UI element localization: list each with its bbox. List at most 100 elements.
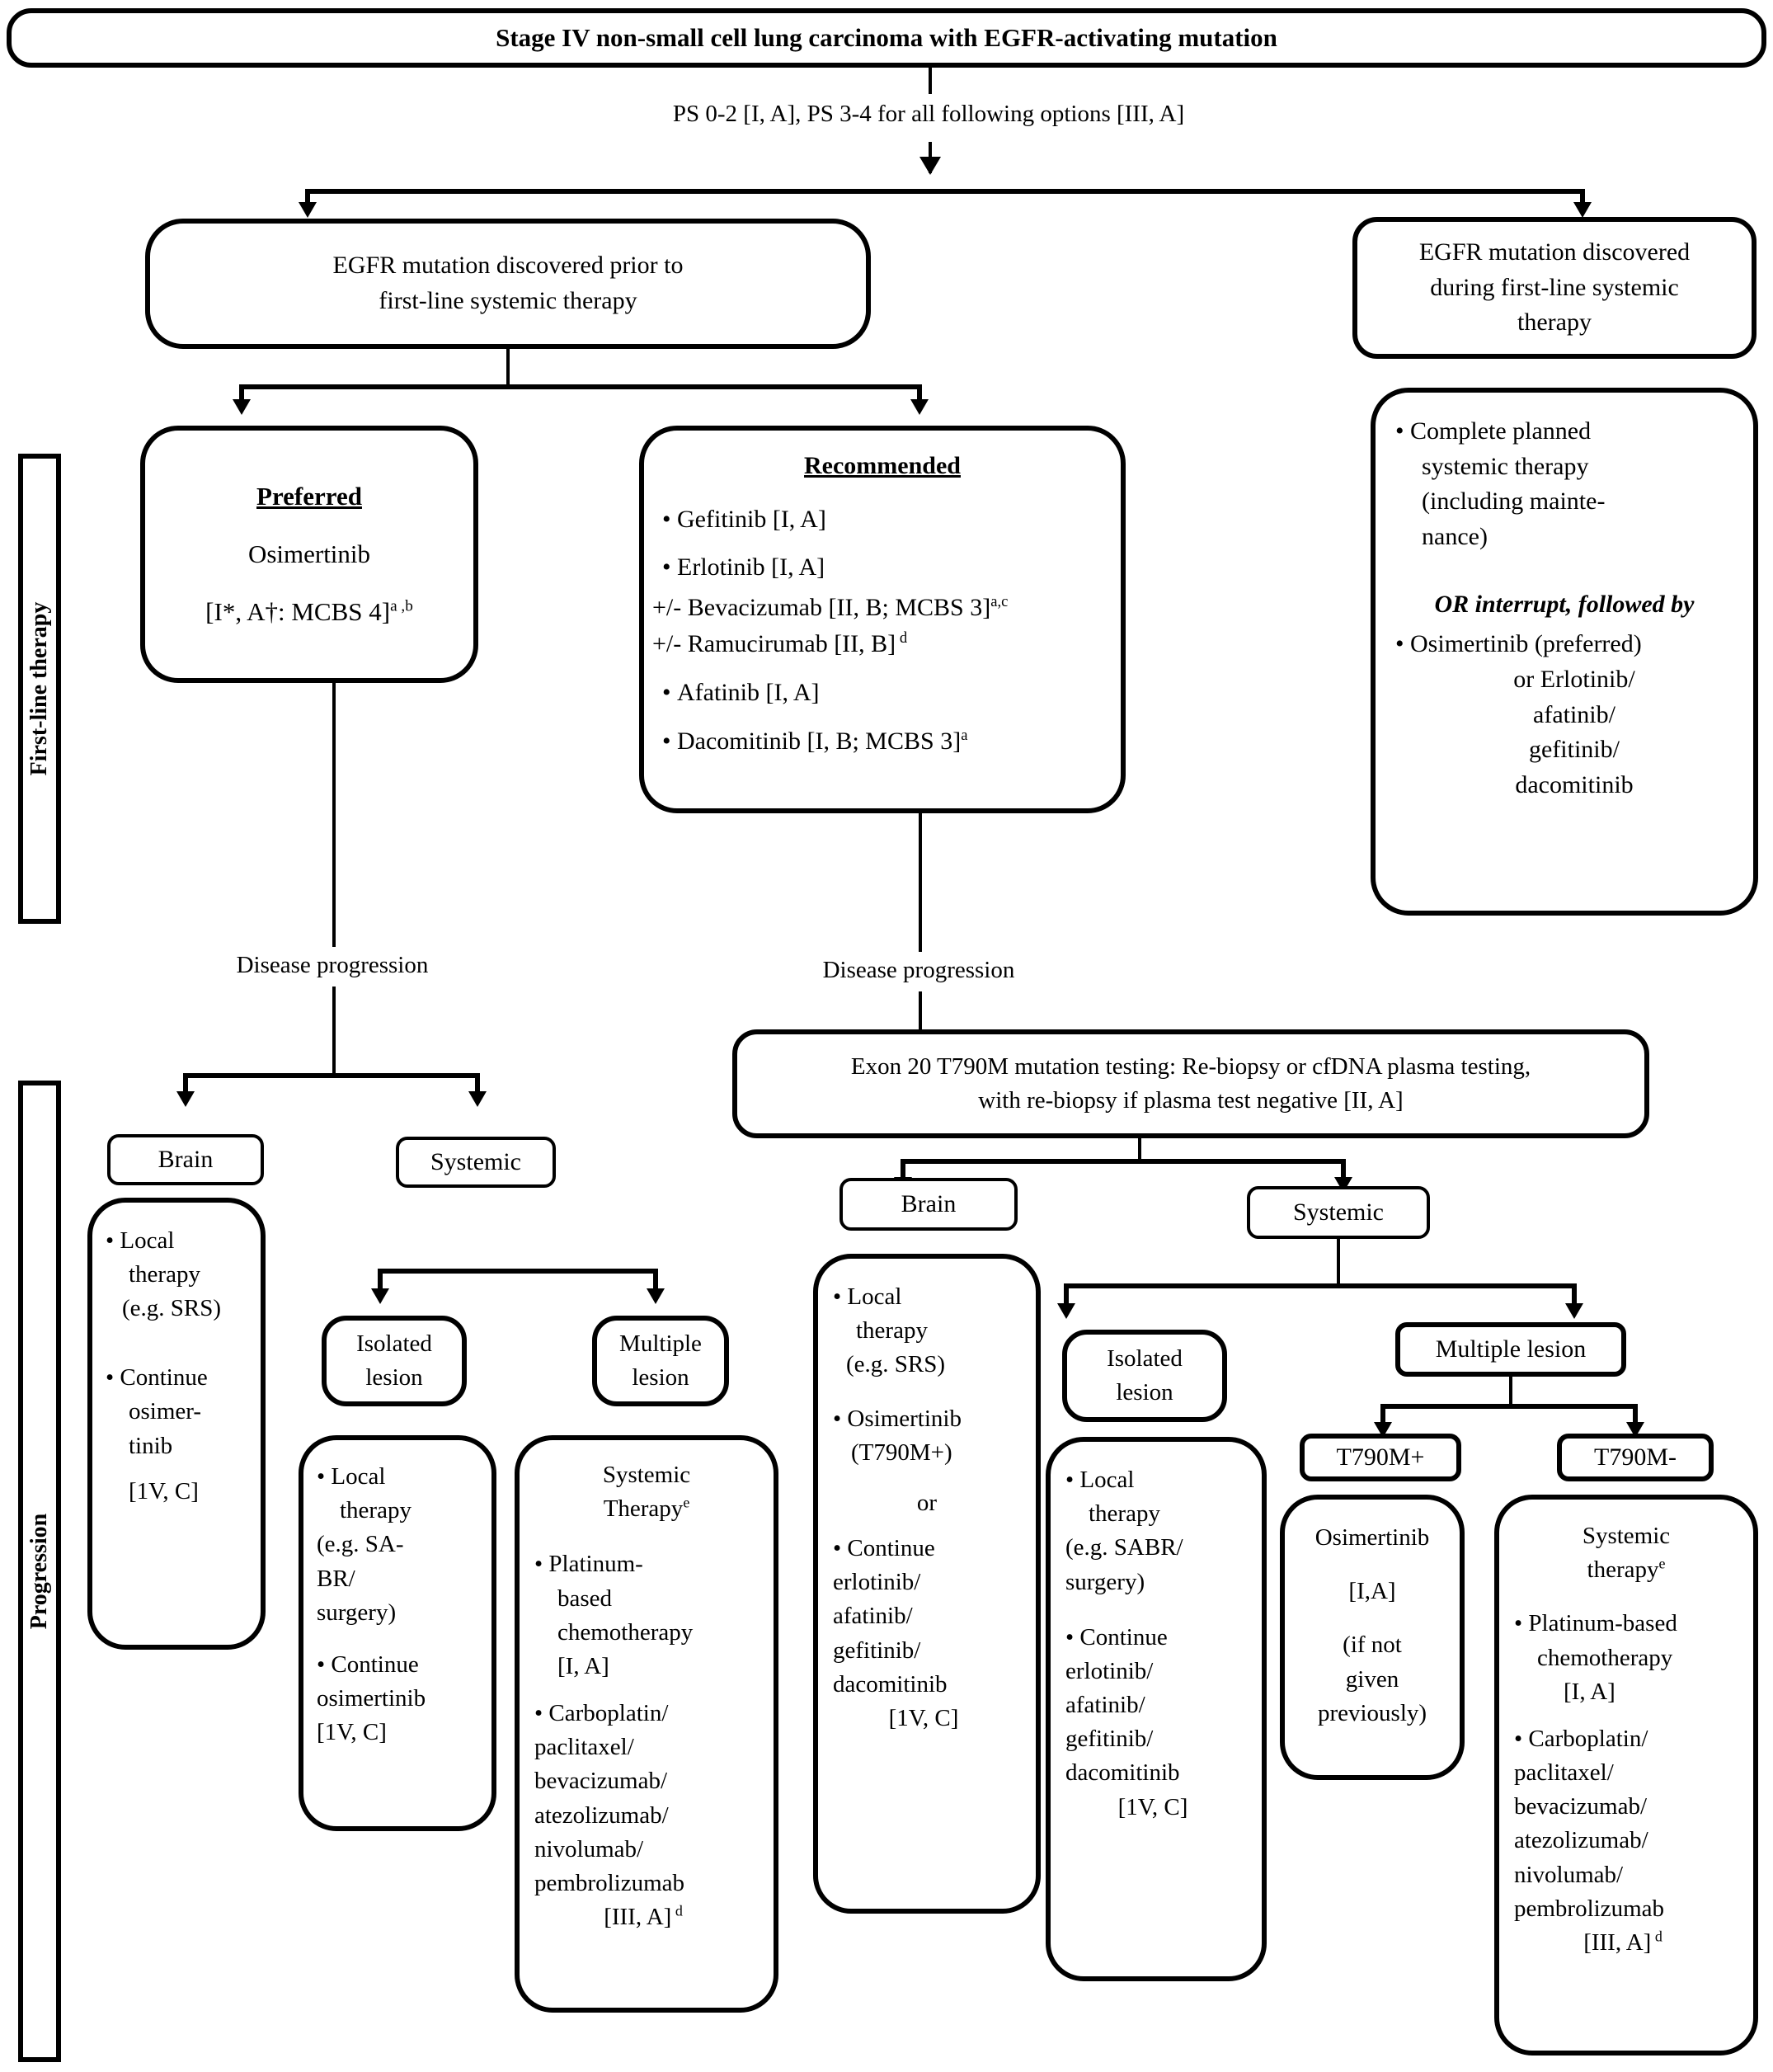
lmb-1-6: [III, A] bbox=[604, 1904, 672, 1931]
arrow-left-isolated bbox=[371, 1288, 389, 1304]
left-isolated-content-box: • Local therapy (e.g. SA- BR/ surgery) •… bbox=[299, 1435, 496, 1831]
left-multiple-heading-sup: e bbox=[683, 1494, 690, 1511]
lbb-0-0: Local bbox=[120, 1227, 175, 1254]
bus-firstline-split bbox=[239, 384, 922, 389]
bus-left-drop bbox=[305, 189, 310, 214]
rbb-2-0: or bbox=[916, 1489, 938, 1516]
right-systemic-label-box: Systemic bbox=[1247, 1186, 1430, 1239]
bullet-dot: • bbox=[534, 1700, 549, 1727]
bullet-dot: • bbox=[662, 553, 678, 582]
t790m-pos-content-box: Osimertinib [I,A] (if not given previous… bbox=[1280, 1495, 1465, 1780]
bus-top-split bbox=[305, 189, 1585, 194]
bullet-dot: • bbox=[833, 1535, 848, 1562]
preferred-box: Preferred Osimertinib [I*, A†: MCBS 4]a … bbox=[140, 426, 478, 683]
list-item: • Local therapy (e.g. SA- BR/ surgery) bbox=[317, 1460, 491, 1630]
lib-0-0: Local bbox=[331, 1463, 386, 1490]
bus-right-drop bbox=[1580, 189, 1585, 214]
list-item: • Continue osimer- tinib [1V, C] bbox=[106, 1361, 261, 1509]
lmb-0-3: [I, A] bbox=[557, 1652, 609, 1679]
arrow-left-branch bbox=[299, 202, 317, 218]
rib-1-5: [1V, C] bbox=[1117, 1793, 1188, 1820]
branch-right-box: EGFR mutation discovered during first-li… bbox=[1352, 217, 1757, 359]
list-item: • Carboplatin/ paclitaxel/ bevacizumab/ … bbox=[1514, 1722, 1753, 1960]
rbb-0-2: (e.g. SRS) bbox=[846, 1351, 946, 1378]
bus-rmult-r bbox=[1633, 1404, 1638, 1427]
bus-rmult-l bbox=[1380, 1404, 1385, 1427]
list-item: • Local therapy (e.g. SRS) bbox=[106, 1224, 261, 1326]
rbb-3-2: afatinib/ bbox=[833, 1603, 913, 1630]
lib-1-2: [1V, C] bbox=[317, 1719, 387, 1746]
t790m-pos-drug: Osimertinib bbox=[1314, 1524, 1430, 1551]
bullet-dot: • bbox=[534, 1551, 549, 1578]
rbb-3-4: dacomitinib bbox=[833, 1670, 948, 1698]
rib-0-0: Local bbox=[1079, 1467, 1135, 1493]
rib-1-1: erlotinib/ bbox=[1065, 1657, 1154, 1684]
connector-preferred-down2 bbox=[332, 987, 336, 1077]
side-bar-first-line-label: First-line therapy bbox=[26, 601, 52, 776]
during-b1-l3: nance) bbox=[1422, 522, 1488, 550]
arrow-recommended bbox=[910, 399, 929, 415]
t790m-pos-label: T790M+ bbox=[1336, 1443, 1425, 1471]
bus-rmult bbox=[1380, 1404, 1638, 1409]
tnb-0-1: chemotherapy bbox=[1537, 1644, 1673, 1671]
list-item: • Erlotinib [I, A] bbox=[662, 550, 1121, 586]
t790m-testing-box: Exon 20 T790M mutation testing: Re-biops… bbox=[732, 1029, 1649, 1138]
lbb-1-1: osimer- bbox=[129, 1398, 202, 1425]
connector-preferred-down bbox=[332, 683, 336, 947]
t790m-testing-l2: with re-biopsy if plasma test negative [… bbox=[978, 1087, 1404, 1114]
bus-left-sys-l bbox=[378, 1269, 383, 1293]
lmb-1-sup: d bbox=[671, 1902, 683, 1919]
bullet-dot: • bbox=[1065, 1623, 1080, 1651]
bus-rsys-r bbox=[1572, 1283, 1577, 1308]
arrow-right-branch bbox=[1573, 202, 1592, 218]
rib-0-2: (e.g. SABR/ bbox=[1065, 1534, 1183, 1561]
during-b2-l2: afatinib/ bbox=[1533, 700, 1615, 728]
right-brain-content-box: • Local therapy (e.g. SRS) • Osimertinib… bbox=[813, 1254, 1041, 1914]
recommended-item-3-sup: d bbox=[896, 629, 908, 648]
tnb-1-sup: d bbox=[1651, 1928, 1662, 1945]
lmb-0-2: chemotherapy bbox=[557, 1618, 694, 1646]
right-systemic-label: Systemic bbox=[1293, 1198, 1384, 1226]
during-b2-l1: or Erlotinib/ bbox=[1513, 666, 1635, 694]
recommended-box: Recommended • Gefitinib [I, A] • Erlotin… bbox=[639, 426, 1126, 813]
branch-left-line2: first-line systemic therapy bbox=[379, 287, 637, 314]
lbb-1-2: tinib bbox=[129, 1432, 173, 1459]
bus-rsys-l bbox=[1064, 1283, 1069, 1308]
left-brain-content-box: • Local therapy (e.g. SRS) • Continue os… bbox=[87, 1198, 266, 1650]
left-multiple-l2: lesion bbox=[632, 1364, 689, 1391]
list-item: • Afatinib [I, A] bbox=[662, 676, 1121, 711]
rbb-1-0: Osimertinib bbox=[847, 1405, 962, 1432]
during-b2-l4: dacomitinib bbox=[1515, 770, 1634, 798]
bus-left-prog-l bbox=[183, 1073, 188, 1096]
list-item: • Continue erlotinib/ afatinib/ gefitini… bbox=[833, 1532, 1036, 1735]
bus-right-prog-l bbox=[901, 1159, 905, 1182]
list-item: +/- Bevacizumab [II, B; MCBS 3]a,c bbox=[652, 591, 1121, 626]
bullet-dot: • bbox=[1065, 1467, 1080, 1493]
tnb-1-4: nivolumab/ bbox=[1514, 1861, 1624, 1888]
t790m-testing-l1: Exon 20 T790M mutation testing: Re-biops… bbox=[850, 1052, 1531, 1080]
title-box: Stage IV non-small cell lung carcinoma w… bbox=[7, 8, 1766, 68]
tnb-1-6: [III, A] bbox=[1583, 1928, 1652, 1956]
during-b1-l0: Complete planned bbox=[1410, 417, 1592, 445]
list-item: • Local therapy (e.g. SABR/ surgery) bbox=[1065, 1463, 1262, 1599]
bus-left-sys-r bbox=[653, 1269, 658, 1293]
list-item: • Local therapy (e.g. SRS) bbox=[833, 1280, 1036, 1382]
list-item: • Osimertinib (T790M+) bbox=[833, 1402, 1036, 1470]
left-multiple-label-box: Multiple lesion bbox=[592, 1316, 729, 1406]
left-brain-label-box: Brain bbox=[107, 1134, 264, 1185]
bus-firstline-right-drop bbox=[917, 384, 922, 404]
bullet-dot: • bbox=[1395, 417, 1411, 445]
rbb-3-0: Continue bbox=[847, 1535, 935, 1562]
t790m-neg-heading-l1: Systemic bbox=[1582, 1523, 1671, 1549]
left-isolated-l1: Isolated bbox=[356, 1330, 432, 1357]
lbb-1-0: Continue bbox=[120, 1364, 208, 1392]
right-multiple-label: Multiple lesion bbox=[1435, 1335, 1587, 1363]
bus-left-prog bbox=[183, 1073, 480, 1078]
tnb-1-1: paclitaxel/ bbox=[1514, 1759, 1614, 1787]
rib-1-0: Continue bbox=[1079, 1623, 1168, 1651]
bullet-dot: • bbox=[106, 1364, 120, 1392]
right-isolated-l2: lesion bbox=[1116, 1379, 1173, 1406]
bus-rsys bbox=[1064, 1283, 1577, 1288]
rib-1-4: dacomitinib bbox=[1065, 1759, 1180, 1787]
t790m-pos-note-l2: given bbox=[1345, 1665, 1399, 1693]
